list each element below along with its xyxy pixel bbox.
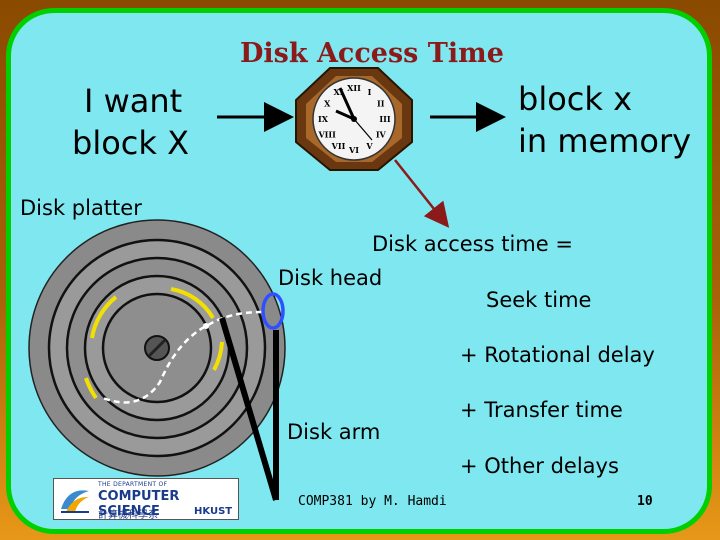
clock-numeral: IV xyxy=(376,130,387,140)
slide-title: Disk Access Time xyxy=(240,38,504,69)
head-path xyxy=(102,310,263,404)
disk-head-icon xyxy=(261,292,285,330)
label-disk-arm: Disk arm xyxy=(287,420,381,444)
clock-numeral: III xyxy=(379,114,390,124)
logo-line-4: HKUST xyxy=(194,506,233,517)
clock-numeral: II xyxy=(377,99,385,109)
clock-numeral: VIII xyxy=(317,130,336,140)
arrow-clock-to-formula xyxy=(394,159,450,228)
disk-arm xyxy=(219,317,279,501)
formula-seek: Seek time xyxy=(486,288,592,312)
clock-numeral: V xyxy=(365,141,373,151)
formula-other: + Other delays xyxy=(460,454,619,478)
clock-numeral: VII xyxy=(331,141,346,151)
clock-icon xyxy=(295,67,413,171)
disk-sectors xyxy=(84,287,224,400)
logo-line-3: 計算機科學系 xyxy=(98,510,158,521)
footer-author: COMP381 by M. Hamdi xyxy=(298,494,447,509)
clock-numeral: I xyxy=(368,87,372,97)
formula-rotational: + Rotational delay xyxy=(460,343,655,367)
page-number: 10 xyxy=(637,494,653,509)
clock-numeral: XI xyxy=(334,87,344,97)
request-line-1: I want xyxy=(84,82,183,120)
label-disk-platter: Disk platter xyxy=(20,196,142,220)
clock-numeral: VI xyxy=(348,145,359,155)
disk-spindle-icon xyxy=(144,335,170,361)
label-disk-head: Disk head xyxy=(278,266,383,290)
logo-line-1: THE DEPARTMENT OF xyxy=(98,481,168,488)
result-line-2: in memory xyxy=(518,122,692,160)
logo-line-2: COMPUTER SCIENCE xyxy=(98,489,180,519)
request-line-2: block X xyxy=(72,124,189,162)
clock-numeral: X xyxy=(324,99,331,109)
result-line-1: block x xyxy=(518,80,633,118)
formula-title: Disk access time = xyxy=(372,232,573,256)
clock-numeral: XII xyxy=(347,83,361,93)
formula-transfer: + Transfer time xyxy=(460,398,623,422)
clock-numeral: IX xyxy=(318,114,329,124)
department-logo: THE DEPARTMENT OF COMPUTER SCIENCE 計算機科學… xyxy=(53,478,239,521)
logo-emblem-icon xyxy=(61,490,89,513)
